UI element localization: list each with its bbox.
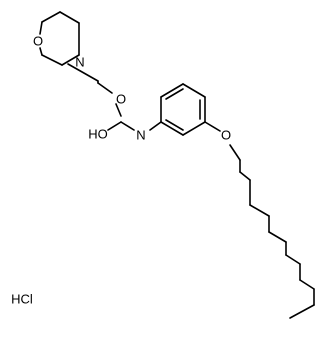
bond bbox=[160, 121, 184, 136]
morpholine-nitrogen-label: N bbox=[75, 55, 84, 70]
bond bbox=[249, 204, 270, 217]
bond bbox=[61, 54, 80, 66]
carbamate bbox=[107, 103, 135, 131]
morpholine-oxygen-label: O bbox=[33, 34, 43, 49]
bond bbox=[39, 47, 43, 56]
amide-nitrogen-label: N bbox=[136, 128, 145, 143]
bond bbox=[285, 254, 301, 265]
bond bbox=[239, 171, 251, 181]
aryl-ether-oxygen-label: O bbox=[221, 128, 231, 143]
bond bbox=[160, 83, 184, 98]
bond bbox=[165, 88, 184, 100]
bond bbox=[149, 121, 162, 131]
bond bbox=[289, 304, 315, 319]
bond bbox=[59, 11, 80, 24]
decyl-chain bbox=[204, 121, 315, 319]
bond bbox=[229, 144, 241, 161]
bond bbox=[39, 21, 43, 35]
salt-label: HCl bbox=[11, 292, 33, 307]
bond bbox=[107, 121, 122, 131]
bond bbox=[268, 231, 287, 243]
bond bbox=[41, 54, 63, 66]
bond bbox=[115, 103, 122, 117]
bond bbox=[182, 83, 206, 98]
bond bbox=[299, 279, 315, 290]
bond bbox=[182, 121, 206, 136]
bond bbox=[165, 119, 184, 131]
bond bbox=[67, 63, 99, 82]
hydroxyl-label: HO bbox=[88, 127, 108, 142]
bond bbox=[97, 82, 113, 94]
benzene-ring bbox=[149, 83, 206, 136]
bond bbox=[120, 121, 135, 131]
bond bbox=[204, 121, 221, 132]
morpholine-ring bbox=[39, 11, 80, 66]
ester-oxygen-label: O bbox=[116, 92, 126, 107]
ethyl-linker bbox=[67, 63, 113, 94]
bond bbox=[41, 11, 61, 23]
